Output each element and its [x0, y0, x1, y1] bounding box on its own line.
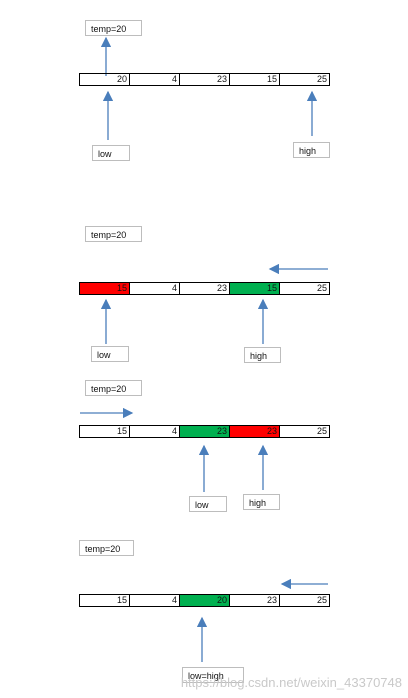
array-cell-green: 15	[230, 283, 280, 294]
low-high-label: low=high	[182, 667, 244, 683]
high-label: high	[243, 494, 280, 510]
array-cell: 23	[180, 283, 230, 294]
temp-label: temp=20	[85, 380, 142, 396]
low-label: low	[92, 145, 130, 161]
watermark: https://blog.csdn.net/weixin_43370748	[180, 675, 402, 690]
array-row: 15 4 20 23 25	[79, 594, 330, 607]
array-cell: 23	[230, 595, 280, 606]
array-cell: 4	[130, 74, 180, 85]
temp-label: temp=20	[85, 20, 142, 36]
low-label: low	[91, 346, 129, 362]
array-cell: 4	[130, 595, 180, 606]
array-cell-red: 23	[230, 426, 280, 437]
array-row: 20 4 23 15 25	[79, 73, 330, 86]
array-cell: 15	[80, 595, 130, 606]
array-cell-green: 20	[180, 595, 230, 606]
array-cell: 4	[130, 426, 180, 437]
array-cell: 4	[130, 283, 180, 294]
array-cell: 20	[80, 74, 130, 85]
array-cell: 23	[180, 74, 230, 85]
temp-label: temp=20	[79, 540, 134, 556]
array-cell: 25	[316, 595, 327, 605]
high-label: high	[293, 142, 330, 158]
array-cell: 25	[316, 283, 327, 293]
array-cell: 25	[316, 426, 327, 436]
array-cell: 25	[316, 74, 327, 84]
low-label: low	[189, 496, 227, 512]
array-cell-red: 15	[80, 283, 130, 294]
array-cell: 15	[230, 74, 280, 85]
temp-label: temp=20	[85, 226, 142, 242]
high-label: high	[244, 347, 281, 363]
array-row: 15 4 23 15 25	[79, 282, 330, 295]
array-cell: 15	[80, 426, 130, 437]
array-cell-green: 23	[180, 426, 230, 437]
array-row: 15 4 23 23 25	[79, 425, 330, 438]
